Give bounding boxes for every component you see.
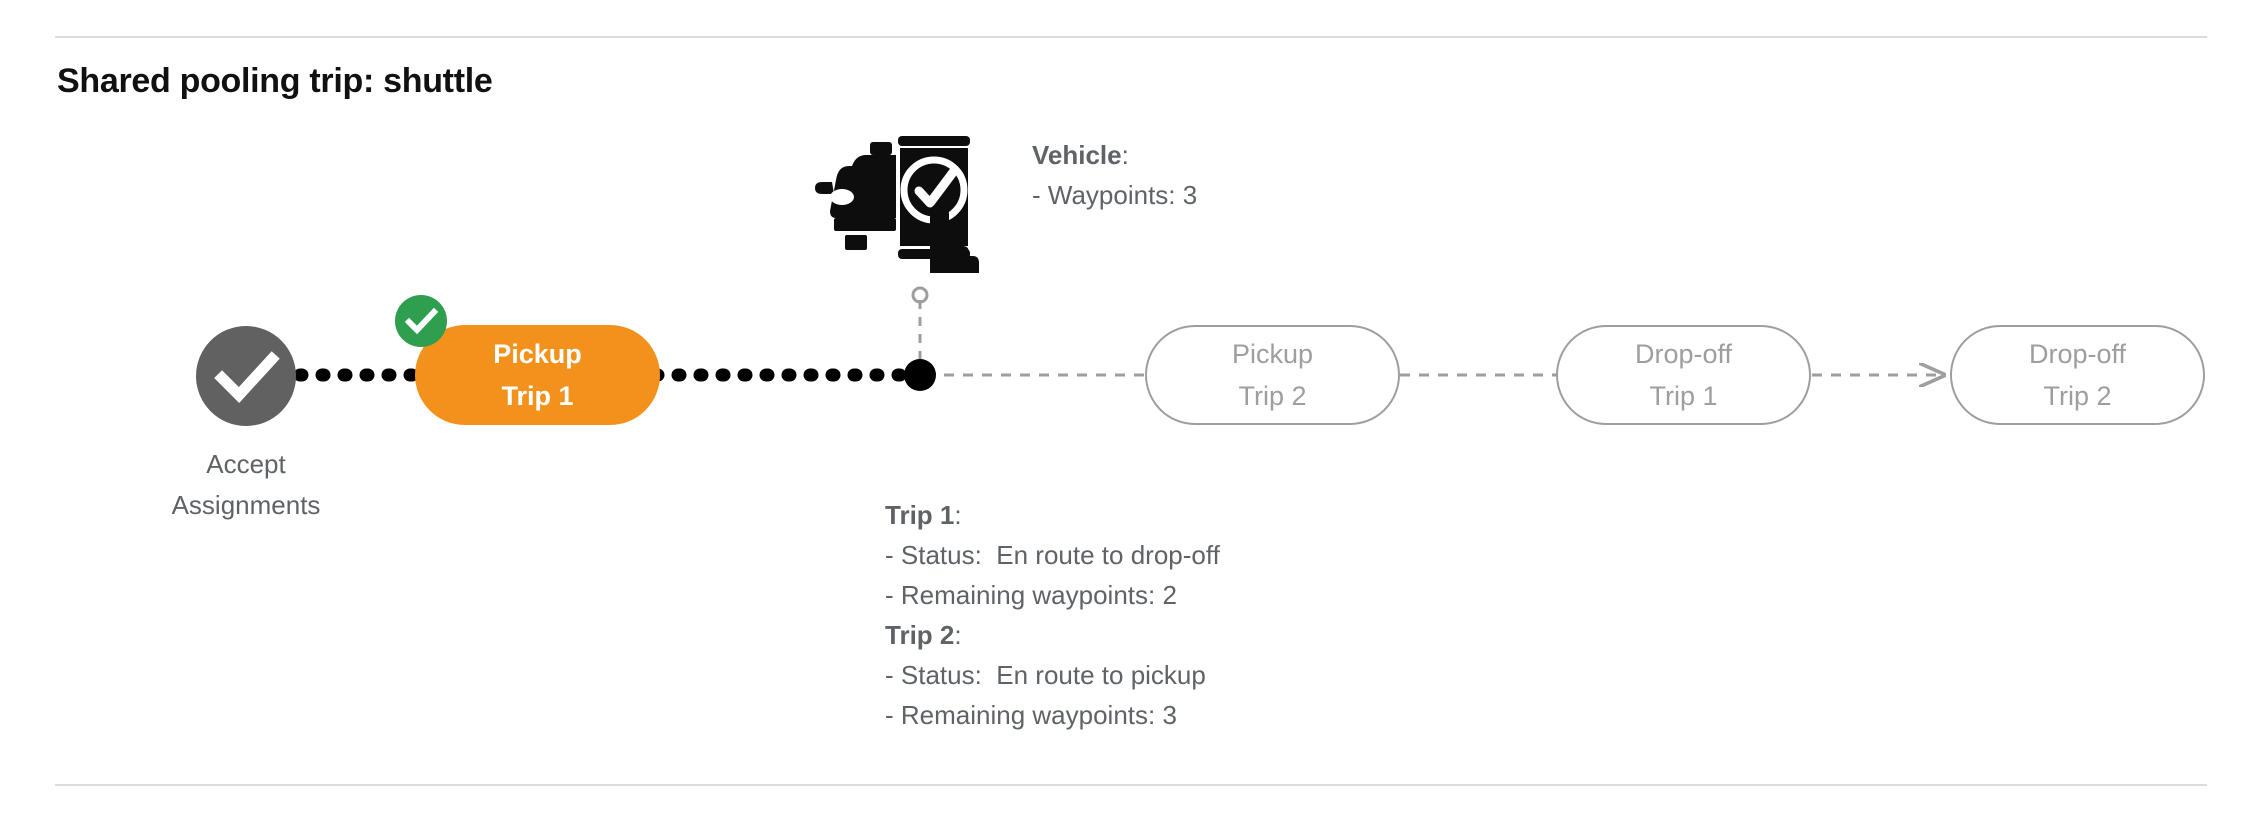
node-drop-off-trip-1[interactable]: Drop-off Trip 1 <box>1556 325 1811 425</box>
node-drop-off-trip-2-line2: Trip 2 <box>2043 381 2112 411</box>
trip-info-block: Trip 1: - Status: En route to drop-off -… <box>885 495 1220 735</box>
top-divider <box>55 36 2207 38</box>
vehicle-info-waypoints: - Waypoints: 3 <box>1032 180 1198 210</box>
accept-assignments-node[interactable] <box>196 326 296 426</box>
trip1-status-value: En route to drop-off <box>996 540 1220 570</box>
node-drop-off-trip-2[interactable]: Drop-off Trip 2 <box>1950 325 2205 425</box>
trip1-waypoints: - Remaining waypoints: 2 <box>885 580 1177 610</box>
vehicle-info-block: Vehicle: - Waypoints: 3 <box>1032 135 1197 215</box>
page-title: Shared pooling trip: shuttle <box>57 62 493 100</box>
trip1-heading: Trip 1 <box>885 500 955 530</box>
node-drop-off-trip-2-line1: Drop-off <box>2028 339 2127 369</box>
trip2-status-value: En route to pickup <box>996 660 1206 690</box>
check-circle-icon <box>214 351 280 403</box>
trip2-heading-colon: : <box>954 620 962 650</box>
vehicle-position-dot <box>904 359 936 391</box>
node-pickup-trip-2-line2: Trip 2 <box>1238 381 1307 411</box>
check-badge-icon <box>395 295 447 347</box>
trip2-heading: Trip 2 <box>885 620 955 650</box>
node-pickup-trip-1[interactable]: Pickup Trip 1 <box>415 325 660 425</box>
trip2-heading-row: Trip 2: <box>885 615 1220 655</box>
bottom-divider <box>55 784 2207 786</box>
trip2-status-label: - Status: <box>885 660 982 690</box>
node-pickup-trip-1-line1: Pickup <box>493 339 582 369</box>
vehicle-info-heading-colon: : <box>1121 140 1129 170</box>
node-drop-off-trip-1-line2: Trip 1 <box>1649 381 1718 411</box>
node-pickup-trip-2-line1: Pickup <box>1231 339 1314 369</box>
trip2-waypoints: - Remaining waypoints: 3 <box>885 700 1177 730</box>
vehicle-info-heading-row: Vehicle: <box>1032 135 1197 175</box>
node-pickup-trip-2[interactable]: Pickup Trip 2 <box>1145 325 1400 425</box>
accept-label-line1: Accept <box>206 449 286 479</box>
vehicle-phone-check-icon <box>815 136 979 273</box>
trip1-heading-row: Trip 1: <box>885 495 1220 535</box>
node-drop-off-trip-1-line1: Drop-off <box>1634 339 1733 369</box>
node-pickup-trip-1-line2: Trip 1 <box>501 381 574 411</box>
trip1-status-row: - Status: En route to drop-off <box>885 535 1220 575</box>
accept-label-line2: Assignments <box>171 490 321 520</box>
vehicle-info-heading: Vehicle <box>1032 140 1122 170</box>
vehicle-leader-endpoint <box>911 286 929 304</box>
accept-assignments-label: Accept Assignments <box>96 444 396 526</box>
trip1-status-label: - Status: <box>885 540 982 570</box>
trip1-heading-colon: : <box>954 500 962 530</box>
trip2-status-row: - Status: En route to pickup <box>885 655 1220 695</box>
